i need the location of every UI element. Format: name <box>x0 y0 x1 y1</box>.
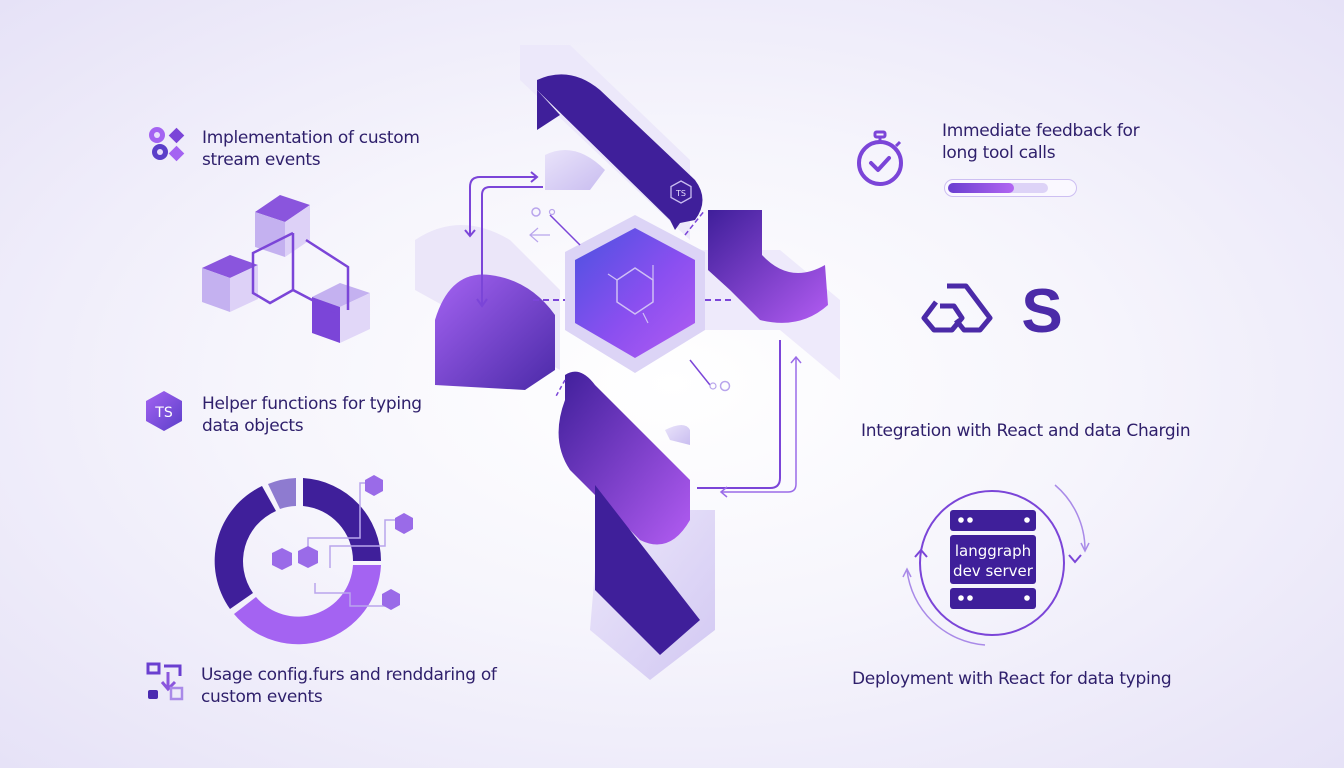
svg-text:dev server: dev server <box>953 562 1034 580</box>
donut-illustration <box>214 475 413 645</box>
shapes-icon <box>149 127 185 162</box>
feature-line: custom events <box>201 687 323 707</box>
feature-line: Deployment with React for data typing <box>852 669 1172 689</box>
feature-react-integration: Integration with React and data Chargin <box>861 420 1191 442</box>
feature-immediate-feedback: Immediate feedback for long tool calls <box>942 120 1140 164</box>
progress-bar <box>944 179 1077 197</box>
logos-icon <box>921 283 993 333</box>
feature-line: Helper functions for typing <box>202 394 422 414</box>
ts-badge-icon: TS <box>670 180 692 204</box>
feature-custom-stream-events: Implementation of custom stream events <box>202 127 420 171</box>
server-cycle-illustration: langgraph dev server <box>902 484 1090 646</box>
svg-text:TS: TS <box>675 189 686 198</box>
svg-text:langgraph: langgraph <box>955 542 1031 560</box>
feature-line: Usage config.furs and renddaring of <box>201 665 497 685</box>
feature-usage-config: Usage config.furs and renddaring of cust… <box>201 664 497 708</box>
s-logo-icon: S <box>1021 277 1062 346</box>
cubes-illustration <box>202 195 370 343</box>
feature-line: stream events <box>202 150 321 170</box>
feature-line: Immediate feedback for <box>942 121 1140 141</box>
progress-fill <box>948 183 1014 193</box>
config-render-icon <box>146 662 184 701</box>
svg-text:S: S <box>1021 277 1062 346</box>
feature-line: Integration with React and data Chargin <box>861 421 1191 441</box>
feature-helper-functions: Helper functions for typing data objects <box>202 393 422 437</box>
feature-deployment: Deployment with React for data typing <box>852 668 1172 690</box>
stopwatch-check-icon <box>857 130 903 186</box>
typescript-hex-icon: TS <box>146 391 182 431</box>
central-ribbon-illustration <box>415 45 840 680</box>
feature-line: Implementation of custom <box>202 128 420 148</box>
svg-text:TS: TS <box>154 405 173 421</box>
feature-line: data objects <box>202 416 304 436</box>
feature-line: long tool calls <box>942 143 1056 163</box>
